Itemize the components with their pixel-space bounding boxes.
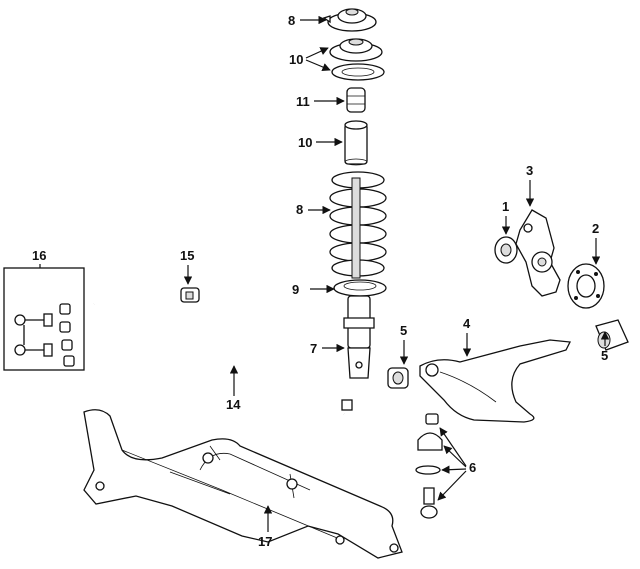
svg-text:5: 5 [601,348,608,363]
callout-5-front: 5 [399,323,409,365]
svg-text:11: 11 [296,94,310,109]
callout-8: 8 [288,13,327,28]
callout-11: 9 [292,282,335,297]
stabilizer-bar [92,303,366,434]
crossmember [83,409,403,559]
callout-3: 3 [525,163,535,207]
callout-6: 6 [437,427,476,501]
svg-text:10: 10 [289,52,303,67]
svg-text:4: 4 [463,316,471,331]
ball-joint [415,413,443,519]
svg-text:3: 3 [526,163,533,178]
svg-text:6: 6 [469,460,476,475]
control-arm-bushing-front [387,367,409,389]
steering-knuckle [515,209,561,297]
lower-control-arm [419,339,572,423]
dust-boot [344,120,368,166]
callout-4: 4 [462,316,472,357]
svg-text:10: 10 [298,135,312,150]
strut-mount [322,8,377,32]
svg-text:1: 1 [502,199,509,214]
wheel-hub [567,263,605,309]
stabilizer-bushing [180,287,200,303]
callout-12: 10 [298,135,343,150]
callout-5-rear: 5 [600,331,610,363]
svg-text:16: 16 [32,248,46,263]
svg-text:8: 8 [288,13,295,28]
callout-16: 16 [32,248,46,268]
bump-stop [346,87,366,113]
stabilizer-link-kit [3,267,85,371]
lower-spring-seat [333,279,387,297]
svg-text:5: 5 [400,323,407,338]
svg-text:7: 7 [310,341,317,356]
svg-text:14: 14 [226,397,241,412]
callout-2: 2 [591,221,601,265]
spring-seat [329,38,385,81]
svg-text:17: 17 [258,534,272,549]
coil-spring [329,171,387,279]
callout-9: 8 [296,202,331,217]
svg-text:15: 15 [180,248,194,263]
wheel-bearing [494,236,518,264]
svg-text:9: 9 [292,282,299,297]
callout-1: 1 [501,199,511,235]
svg-text:2: 2 [592,221,599,236]
callout-17: 17 [258,505,272,549]
callout-15: 15 [180,248,194,285]
callout-13: 11 [296,94,345,109]
callout-10: 10 [289,47,331,71]
control-arm-bushing-rear [595,319,629,351]
callout-7: 7 [310,341,345,356]
strut-body [343,295,375,379]
callout-14: 14 [226,365,241,412]
svg-text:8: 8 [296,202,303,217]
